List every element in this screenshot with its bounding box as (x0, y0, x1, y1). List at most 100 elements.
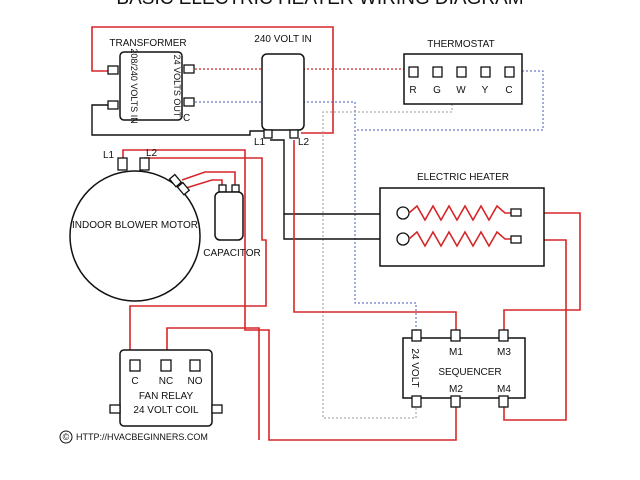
blower-capacitor-terminal-1 (168, 173, 183, 188)
blower-terminal-l1 (117, 157, 128, 171)
sequencer-coil-terminal-bottom (411, 395, 422, 408)
heater-element-2-terminal-right (510, 235, 522, 244)
thermostat-terminal-w-pad (456, 66, 467, 78)
sequencer: M1 M3 M2 M4 SEQUENCER 24 VOLT (402, 329, 526, 408)
thermostat-terminal-y: Y (480, 66, 491, 96)
wire-blower-l2 (129, 157, 267, 350)
volt-in-label: 240 VOLT IN (254, 34, 311, 45)
volt-in-terminal-l1 (263, 129, 273, 139)
capacitor-terminal-1 (218, 184, 227, 193)
wire-heater-m4 (503, 239, 567, 421)
blower-l2-label: L2 (146, 148, 158, 159)
heater-element-2-coil (408, 230, 511, 248)
thermostat-label: THERMOSTAT (427, 39, 494, 50)
capacitor-terminal-2 (231, 184, 240, 193)
transformer-c-label: C (183, 113, 190, 124)
volt-in-terminal-l2 (289, 129, 299, 139)
wire-l2-sequencer (293, 140, 457, 330)
electric-heater: ELECTRIC HEATER (379, 172, 545, 267)
sequencer-terminal-m1 (450, 329, 461, 342)
transformer-terminal-in-1 (107, 65, 119, 75)
transformer-out-label: 24 VOLTS OUT (172, 55, 182, 118)
thermostat-terminal-c-pad (504, 66, 515, 78)
wire-l1-heater (270, 139, 392, 215)
sequencer-label: SEQUENCER (438, 367, 501, 378)
fan-relay-label: FAN RELAY (139, 391, 194, 402)
blower-motor-label: INDOOR BLOWER MOTOR (72, 220, 198, 231)
thermostat-terminal-y-label: Y (482, 85, 489, 96)
fan-relay-nc-label: NC (159, 376, 173, 387)
sequencer-volt-label: 24 VOLT (409, 348, 420, 387)
fan-relay-terminal-c (129, 359, 141, 372)
sequencer-m1-label: M1 (449, 347, 463, 358)
sequencer-m4-label: M4 (497, 384, 511, 395)
transformer-terminal-out-r (183, 64, 195, 74)
wire-capacitor-1 (181, 171, 236, 186)
wires (91, 26, 581, 441)
page-title: BASIC ELECTRIC HEATER WIRING DIAGRAM (116, 0, 523, 9)
thermostat-terminal-r-pad (408, 66, 419, 78)
wire-thermostat-c (355, 70, 544, 131)
wire-blower-l1 (122, 149, 457, 441)
footer: © HTTP://HVACBEGINNERS.COM (59, 430, 208, 444)
thermostat-terminal-g: G (432, 66, 443, 96)
volt-in-body (261, 53, 305, 131)
heater-element-1-terminal-left (396, 206, 410, 220)
electric-heater-label: ELECTRIC HEATER (417, 172, 509, 183)
capacitor-label: CAPACITOR (203, 248, 260, 259)
volt-in-l2-label: L2 (298, 137, 310, 148)
transformer: TRANSFORMER 208/240 VOLTS IN 24 VOLTS OU… (107, 38, 195, 124)
thermostat-terminal-y-pad (480, 66, 491, 78)
copyright-icon: © (63, 432, 70, 442)
sequencer-terminal-m4 (498, 395, 509, 408)
volt-in-l1-label: L1 (254, 137, 266, 148)
fan-relay-coil-terminal-right (211, 404, 223, 414)
fan-relay-terminal-no (189, 359, 201, 372)
heater-element-1-terminal-right (510, 208, 522, 217)
fan-relay-coil-label: 24 VOLT COIL (133, 405, 199, 416)
footer-url: HTTP://HVACBEGINNERS.COM (76, 432, 208, 442)
heater-element-2-terminal-left (396, 232, 410, 246)
fan-relay: C NC NO FAN RELAY 24 VOLT COIL (109, 349, 223, 427)
thermostat-terminal-c-label: C (505, 85, 512, 96)
wire-supply-l2-transformer (91, 104, 267, 136)
wire-l1-heater-2 (283, 214, 392, 240)
thermostat-terminal-c: C (504, 66, 515, 96)
thermostat-body (403, 53, 523, 105)
blower-l1-label: L1 (103, 150, 115, 161)
transformer-terminal-in-2 (107, 100, 119, 110)
thermostat-terminal-r: R (408, 66, 419, 96)
capacitor: CAPACITOR (203, 184, 261, 259)
volt-in-block: 240 VOLT IN L1 L2 (254, 34, 312, 148)
indoor-blower-motor: L1 L2 INDOOR BLOWER MOTOR (69, 148, 201, 302)
sequencer-terminal-m2 (450, 395, 461, 408)
blower-terminal-l2 (139, 157, 150, 171)
wire-supply-l1-transformer (91, 26, 334, 134)
thermostat: THERMOSTAT R G W Y C (403, 39, 523, 105)
wire-relay-nc (166, 327, 260, 440)
electric-heater-body (379, 187, 545, 267)
thermostat-terminal-g-pad (432, 66, 443, 78)
capacitor-body (214, 191, 244, 241)
blower-motor-body (69, 170, 201, 302)
heater-element-1-coil (408, 204, 511, 222)
blower-capacitor-terminal-2 (176, 181, 191, 196)
fan-relay-c-label: C (131, 376, 138, 387)
transformer-in-label: 208/240 VOLTS IN (129, 48, 139, 123)
sequencer-m3-label: M3 (497, 347, 511, 358)
copyright-icon-ring (59, 430, 73, 444)
wire-capacitor-2 (185, 179, 223, 189)
fan-relay-no-label: NO (188, 376, 203, 387)
sequencer-body (402, 337, 526, 399)
thermostat-terminal-w: W (456, 66, 467, 96)
wire-heater-m3 (503, 212, 581, 330)
sequencer-coil-terminal-top (411, 329, 422, 342)
thermostat-terminal-g-label: G (433, 85, 441, 96)
fan-relay-terminal-nc (160, 359, 172, 372)
transformer-label: TRANSFORMER (109, 38, 186, 49)
sequencer-terminal-m3 (498, 329, 509, 342)
transformer-terminal-out-c (183, 97, 195, 107)
fan-relay-body (119, 349, 213, 427)
